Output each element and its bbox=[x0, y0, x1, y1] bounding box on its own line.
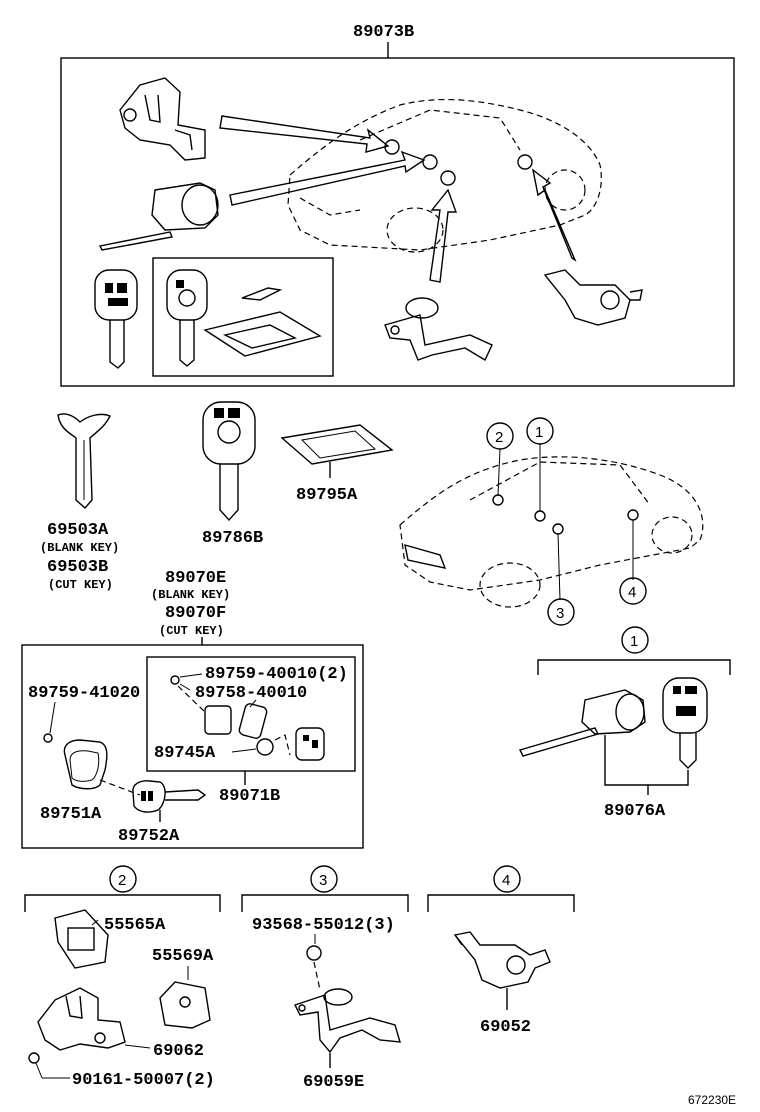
bracket-icon bbox=[54, 909, 109, 969]
group-3-number-text: 3 bbox=[319, 872, 327, 889]
cover-icon bbox=[159, 981, 211, 1029]
group-3-number bbox=[310, 865, 338, 893]
blank-key-group: 69503A (BLANK KEY) 69503B (CUT KEY) bbox=[40, 413, 119, 592]
board-icon bbox=[204, 705, 232, 735]
label-89745A: 89745A bbox=[154, 744, 216, 763]
group-3: 3 93568-55012(3) 69059E bbox=[241, 865, 409, 1092]
key-plate-group: 89795A bbox=[280, 424, 394, 505]
callout-3 bbox=[547, 598, 575, 626]
blank-key-icon bbox=[57, 413, 111, 509]
callout-2-text: 2 bbox=[495, 429, 503, 446]
car-callout-view: 2 1 3 4 bbox=[399, 417, 704, 626]
note-blank-key: (BLANK KEY) bbox=[40, 541, 119, 555]
callout-1-text: 1 bbox=[535, 424, 543, 441]
label-89759-41020: 89759-41020 bbox=[28, 684, 140, 703]
car-top-icon bbox=[287, 98, 602, 253]
arrows-top bbox=[219, 115, 577, 283]
group-1-number bbox=[621, 626, 649, 654]
group-1: 1 89076A bbox=[518, 626, 731, 821]
group-2: 2 55565A 55569A 69062 90161-50007(2) bbox=[24, 865, 221, 1090]
trunk-lock-icon bbox=[543, 269, 643, 326]
label-89752A: 89752A bbox=[118, 827, 180, 846]
label-69062: 69062 bbox=[153, 1042, 204, 1061]
ignition-cylinder-icon bbox=[98, 182, 219, 251]
key-plate-icon bbox=[280, 424, 394, 465]
label-69059E: 69059E bbox=[303, 1073, 364, 1092]
door-lock-actuator-icon bbox=[119, 77, 206, 161]
label-89070F: 89070F bbox=[165, 604, 226, 623]
transmitter-group: 89070E (BLANK KEY) 89070F (CUT KEY) 8975… bbox=[21, 569, 364, 849]
group-4: 4 69052 bbox=[427, 865, 575, 1037]
label-55569A: 55569A bbox=[152, 947, 214, 966]
label-89758-40010: 89758-40010 bbox=[195, 684, 307, 703]
door-cylinder-icon bbox=[294, 988, 401, 1054]
case-upper-icon bbox=[63, 739, 108, 790]
label-69503B: 69503B bbox=[47, 558, 108, 577]
trunk-cylinder-icon bbox=[453, 931, 551, 989]
label-89795A: 89795A bbox=[296, 486, 358, 505]
label-89759-40010: 89759-40010(2) bbox=[205, 665, 348, 684]
group-4-number bbox=[493, 865, 521, 893]
button-pad-icon bbox=[295, 727, 325, 761]
group-3-clip-icon bbox=[306, 945, 322, 961]
inner-plate-icon bbox=[203, 287, 322, 357]
group-2-number bbox=[109, 865, 137, 893]
label-89751A: 89751A bbox=[40, 805, 102, 824]
callout-3-text: 3 bbox=[556, 605, 564, 622]
lexus-remote-key-icon bbox=[202, 401, 256, 522]
label-69052: 69052 bbox=[480, 1018, 531, 1037]
remote-key-icon bbox=[94, 269, 138, 369]
group-2-screw-icon bbox=[28, 1052, 40, 1064]
group-1-number-text: 1 bbox=[630, 633, 638, 650]
inner-key-icon bbox=[166, 269, 208, 367]
label-90161-50007: 90161-50007(2) bbox=[72, 1071, 215, 1090]
top-assembly-group: 89073B bbox=[60, 23, 735, 387]
group-2-number-text: 2 bbox=[118, 872, 126, 889]
label-89071B: 89071B bbox=[219, 787, 280, 806]
group-1-key-icon bbox=[662, 677, 708, 769]
callout-4 bbox=[619, 577, 647, 605]
note-cut-key: (CUT KEY) bbox=[48, 578, 113, 592]
group-4-number-text: 4 bbox=[502, 872, 510, 889]
label-89070E: 89070E bbox=[165, 569, 226, 588]
label-89073B: 89073B bbox=[353, 23, 414, 42]
label-89786B: 89786B bbox=[202, 529, 263, 548]
note-89070E: (BLANK KEY) bbox=[151, 588, 230, 602]
drawing-id: 672230E bbox=[688, 1093, 736, 1107]
inner-screw-icon bbox=[170, 675, 180, 685]
remote-key-group: 89786B bbox=[202, 401, 263, 548]
label-93568-55012: 93568-55012(3) bbox=[252, 916, 395, 935]
note-89070F: (CUT KEY) bbox=[159, 624, 224, 638]
ignition-switch-icon bbox=[518, 689, 646, 757]
lock-control-icon bbox=[37, 987, 126, 1051]
screw-icon bbox=[43, 733, 53, 743]
label-89076A: 89076A bbox=[604, 802, 666, 821]
door-lock-cylinder-icon bbox=[384, 297, 493, 361]
case-lower-icon bbox=[132, 780, 166, 813]
callout-2 bbox=[486, 422, 514, 450]
battery-icon bbox=[256, 738, 274, 756]
callout-4-text: 4 bbox=[628, 584, 636, 601]
label-69503A: 69503A bbox=[47, 521, 109, 540]
callout-1 bbox=[526, 417, 554, 445]
label-55565A: 55565A bbox=[104, 916, 166, 935]
gasket-icon bbox=[238, 703, 268, 739]
